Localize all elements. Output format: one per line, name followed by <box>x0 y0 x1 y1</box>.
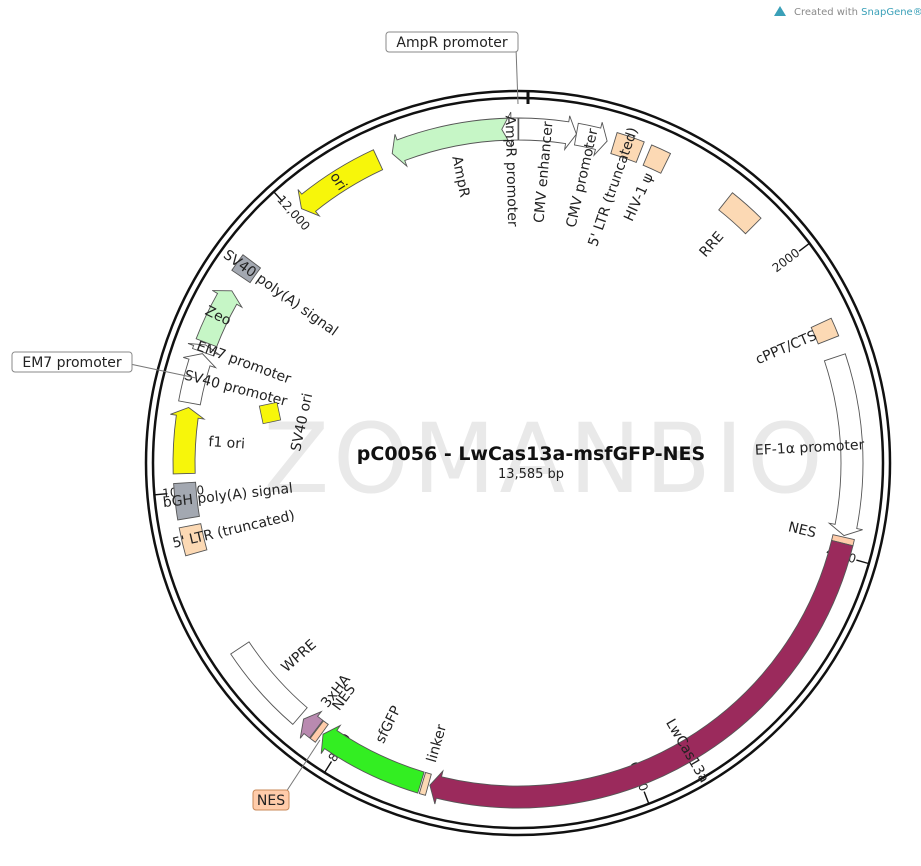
hiv-psi-label: HIV-1 ψ <box>621 171 657 224</box>
sv40-polya-label: SV40 poly(A) signal <box>220 247 341 339</box>
ef1a-label: EF-1α promoter <box>755 437 865 459</box>
callout-box <box>252 789 290 811</box>
feature-sv40-polya[interactable]: SV40 poly(A) signal <box>220 247 341 339</box>
callout-em7-promoter[interactable]: EM7 promoter <box>11 351 197 379</box>
em7-shape <box>187 343 221 357</box>
feature-zeo[interactable]: Zeo <box>195 290 244 348</box>
watermark: ZOMANBIO <box>263 403 826 515</box>
ampr-promoter-label: AmpR promoter <box>502 115 521 227</box>
tick-mark <box>798 242 811 252</box>
ampr-label: AmpR <box>448 155 472 199</box>
callout-label: AmpR promoter <box>396 35 507 51</box>
callout-label: NES <box>257 793 285 809</box>
plasmid-name: pC0056 - LwCas13a-msfGFP-NES <box>357 443 705 465</box>
callout-box <box>385 31 519 53</box>
sv40-ori-box <box>258 401 282 425</box>
ha3x-shape <box>299 710 324 739</box>
hiv-psi-shape <box>642 144 672 174</box>
tick-mark <box>856 559 871 565</box>
linker-shape <box>418 771 432 796</box>
nes-b-shape <box>309 720 329 743</box>
nes-a-label: NES <box>787 519 818 541</box>
callout-ampr-promoter[interactable]: AmpR promoter <box>385 31 519 105</box>
credit-text: Created with <box>794 7 861 18</box>
callout-box <box>11 351 133 373</box>
feature-f1-ori[interactable]: f1 ori <box>170 406 245 475</box>
rre-label: RRE <box>697 229 728 261</box>
svg-text:Created with SnapGene®: Created with SnapGene® <box>794 7 921 18</box>
callout-nes[interactable]: NES <box>252 739 321 811</box>
feature-ori[interactable]: ori <box>297 149 384 218</box>
cmv-promoter-shape <box>573 122 608 157</box>
callout-line <box>515 47 519 105</box>
wpre-shape <box>230 641 308 726</box>
ampr-promoter-shape <box>501 111 519 148</box>
cppt-label: cPPT/CTS <box>753 328 819 368</box>
sv40-polya-shape <box>231 254 262 284</box>
callout-line <box>129 363 197 379</box>
feature-rre[interactable]: RRE <box>697 192 762 261</box>
cmv-enhancer-shape <box>518 115 577 152</box>
sv40-promoter-shape <box>178 353 218 406</box>
callout-line <box>285 739 321 793</box>
feature-wpre[interactable]: WPRE <box>230 637 320 726</box>
f1-ori-shape <box>170 406 206 475</box>
tick-mark <box>153 492 168 496</box>
feature-lwcas13a[interactable]: LwCas13a <box>429 539 854 809</box>
tick-mark <box>272 190 283 202</box>
feature-ef1a[interactable]: EF-1α promoter <box>755 353 865 537</box>
ltr-5-b-shape <box>178 523 208 557</box>
ef1a-shape <box>823 353 864 537</box>
ampr-shape <box>391 117 515 168</box>
bgh-shape <box>173 481 200 521</box>
ori-shape <box>297 149 384 218</box>
zeo-shape <box>195 290 244 348</box>
plasmid-length: 13,585 bp <box>498 467 564 482</box>
sfgfp-label: sfGFP <box>373 703 405 746</box>
linker-label: linker <box>424 723 450 765</box>
sfgfp-shape <box>320 724 425 794</box>
tick-mark <box>643 791 650 805</box>
tick-label: 2000 <box>770 246 803 276</box>
tick-mark <box>323 761 333 774</box>
ltr-5-a-shape <box>610 131 645 163</box>
rre-shape <box>718 192 762 235</box>
f1-ori-label: f1 ori <box>208 434 245 452</box>
feature-nes-a[interactable]: NES <box>787 519 855 547</box>
lwcas13a-shape <box>429 539 854 809</box>
snapgene-logo-icon <box>774 6 786 16</box>
wpre-label: WPRE <box>278 637 319 676</box>
snapgene-credit: Created with SnapGene® <box>774 6 921 18</box>
callout-label: EM7 promoter <box>22 355 121 371</box>
feature-ampr-promoter[interactable]: AmpR promoter <box>501 111 521 227</box>
credit-brand: SnapGene® <box>861 7 921 18</box>
feature-ampr[interactable]: AmpR <box>391 117 515 199</box>
cppt-shape <box>810 317 840 345</box>
